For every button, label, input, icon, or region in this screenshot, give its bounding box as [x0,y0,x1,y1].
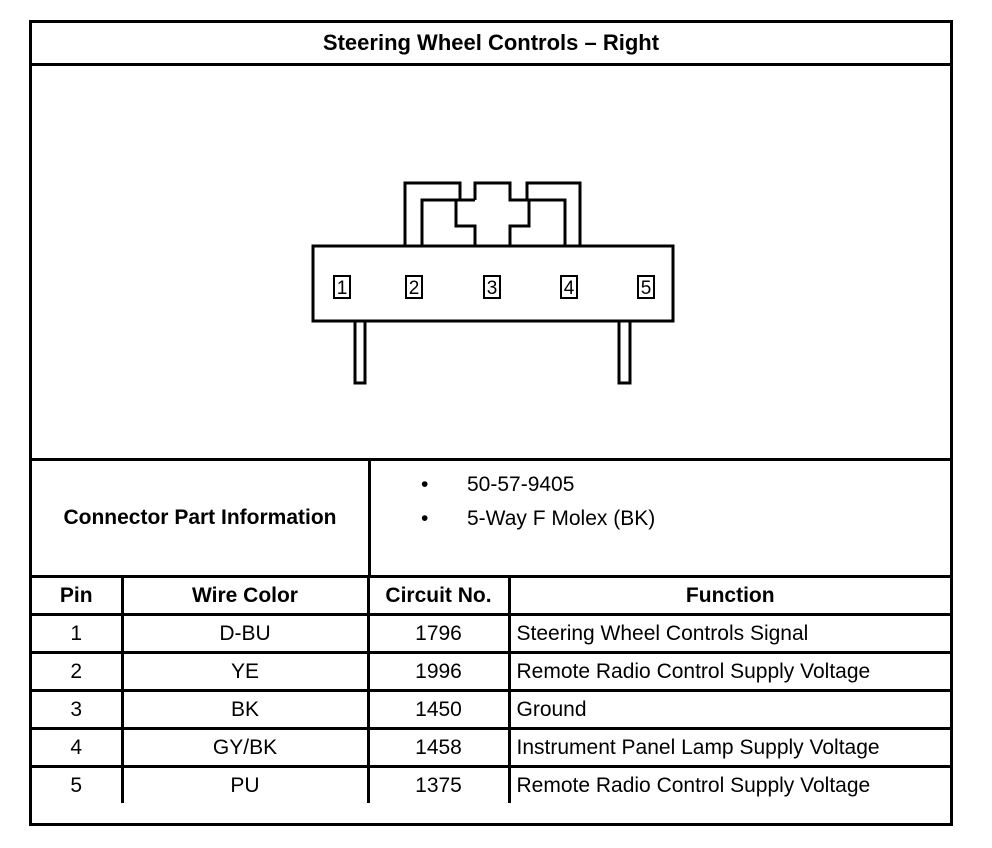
pin-cell: 2 [32,651,124,692]
connector-leg-right [617,321,632,385]
circuit-cell: 1458 [366,727,511,768]
pin-cell: 1 [32,613,124,654]
function-cell: Instrument Panel Lamp Supply Voltage [507,727,950,768]
connector-latch-right [525,181,582,246]
circuit-cell: 1375 [366,765,511,803]
header-wire-color: Wire Color [120,578,370,616]
wire-color-cell: GY/BK [120,727,370,768]
connector-drawing: 1 2 3 4 5 [311,181,675,385]
wire-color-cell: PU [120,765,370,803]
function-cell: Steering Wheel Controls Signal [507,613,950,654]
connector-leg-left [353,321,367,385]
circuit-cell: 1796 [366,613,511,654]
pin-label-1: 1 [337,278,348,299]
pin-label-5: 5 [641,278,652,299]
part-info-label: Connector Part Information [32,461,371,575]
pin-boxes: 1 2 3 4 5 [333,275,655,299]
connector-key [454,181,531,246]
pin-label-2: 2 [409,278,420,299]
bullet-icon: • [421,473,429,496]
connector-sheet: Steering Wheel Controls – Right [29,20,953,826]
connector-diagram: 1 2 3 4 5 [32,66,950,461]
pin-cell: 3 [32,689,124,730]
header-pin: Pin [32,578,124,616]
wire-color-cell: YE [120,651,370,692]
function-cell: Remote Radio Control Supply Voltage [507,765,950,803]
wire-color-cell: BK [120,689,370,730]
connector-description: 5-Way F Molex (BK) [467,507,656,530]
sheet-title: Steering Wheel Controls – Right [32,23,950,66]
table-header-row: Pin Wire Color Circuit No. Function [32,578,950,616]
function-cell: Ground [507,689,950,730]
circuit-cell: 1450 [366,689,511,730]
table-row: 1 D-BU 1796 Steering Wheel Controls Sign… [32,613,950,654]
pin-box-1 [333,275,351,299]
pin-cell: 5 [32,765,124,803]
connector-body [311,244,675,323]
bullet-icon: • [421,507,429,530]
table-row: 5 PU 1375 Remote Radio Control Supply Vo… [32,765,950,803]
connector-part-info: Connector Part Information • 50-57-9405 •… [32,461,950,578]
circuit-cell: 1996 [366,651,511,692]
header-function: Function [507,578,950,616]
pin-box-5 [637,275,655,299]
part-info-list: • 50-57-9405 • 5-Way F Molex (BK) [371,461,950,575]
table-row: 2 YE 1996 Remote Radio Control Supply Vo… [32,651,950,692]
table-row: 3 BK 1450 Ground [32,689,950,730]
pin-label-3: 3 [487,278,498,299]
header-circuit-no: Circuit No. [366,578,511,616]
pin-table: Pin Wire Color Circuit No. Function 1 D-… [32,578,950,803]
table-row: 4 GY/BK 1458 Instrument Panel Lamp Suppl… [32,727,950,768]
part-info-item: • 50-57-9405 [421,473,574,497]
pin-cell: 4 [32,727,124,768]
wire-color-cell: D-BU [120,613,370,654]
function-cell: Remote Radio Control Supply Voltage [507,651,950,692]
connector-latch [403,181,462,246]
pin-box-4 [560,275,578,299]
pin-label-4: 4 [564,278,575,299]
part-info-item: • 5-Way F Molex (BK) [421,507,655,531]
pin-box-3 [483,275,501,299]
part-number: 50-57-9405 [467,473,575,496]
pin-box-2 [405,275,423,299]
